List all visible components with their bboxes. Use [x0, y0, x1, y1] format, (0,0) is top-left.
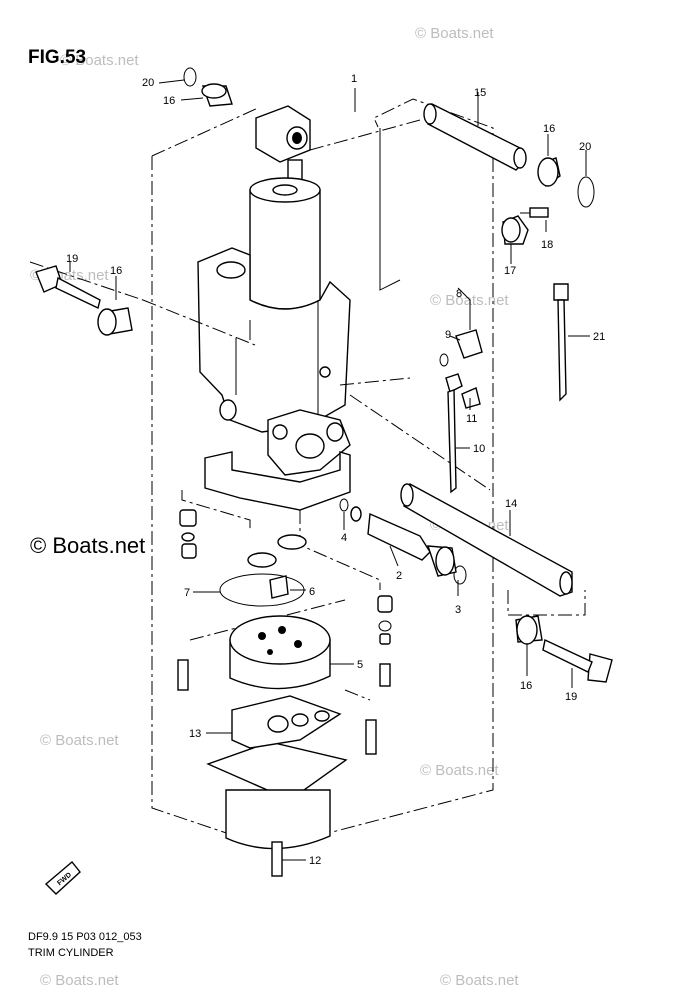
- callout-2: 2: [396, 570, 402, 582]
- part-8-9-10-11: [439, 329, 483, 494]
- callout-14: 14: [505, 498, 517, 510]
- callout-4: 4: [341, 532, 347, 544]
- cylinder-body: [197, 105, 351, 511]
- watermark-bottom-right: © Boats.net: [440, 972, 519, 988]
- watermark-low-left: © Boats.net: [40, 732, 119, 749]
- callout-19-bottom: 19: [565, 691, 577, 703]
- bolts-19: [35, 265, 613, 683]
- diagram-title: TRIM CYLINDER: [28, 947, 114, 959]
- bushings: [97, 83, 561, 645]
- callout-6: 6: [309, 586, 315, 598]
- callout-9: 9: [445, 329, 451, 341]
- part-2-valve: [339, 498, 457, 577]
- watermark-top-left: © Boats.net: [60, 52, 139, 69]
- pump-parts: [179, 509, 307, 607]
- callout-18: 18: [541, 239, 553, 251]
- part-13-reservoir: [206, 695, 377, 877]
- part-17-18: [501, 207, 549, 245]
- callout-16-top-left: 16: [163, 95, 175, 107]
- watermark-low-right: © Boats.net: [420, 762, 499, 779]
- callout-19-left: 19: [66, 253, 78, 265]
- snap-rings: [183, 67, 595, 585]
- part-5-pump-body: [177, 615, 331, 691]
- callout-10: 10: [473, 443, 485, 455]
- callout-17: 17: [504, 265, 516, 277]
- fwd-arrow: FWD: [44, 861, 81, 895]
- callout-13: 13: [189, 728, 201, 740]
- callout-leaders: [69, 79, 590, 861]
- watermark-bottom-left: © Boats.net: [40, 972, 119, 988]
- callout-11: 11: [466, 413, 477, 425]
- part-21-tie: [553, 283, 569, 402]
- callout-12: 12: [309, 855, 321, 867]
- callout-1: 1: [351, 73, 357, 85]
- callout-21: 21: [593, 331, 605, 343]
- small-parts-right: [377, 595, 393, 687]
- callout-15: 15: [474, 87, 486, 99]
- callout-20-top-left: 20: [142, 77, 154, 89]
- callout-3: 3: [455, 604, 461, 616]
- part-14-pin: [400, 482, 573, 597]
- figure-label: FIG.53: [28, 47, 86, 68]
- diagram-code: DF9.9 15 P03 012_053: [28, 931, 142, 943]
- watermark-top-right: © Boats.net: [415, 25, 494, 42]
- assembly-outline: [151, 88, 494, 849]
- callout-7: 7: [184, 587, 190, 599]
- callout-20-top-right: 20: [579, 141, 591, 153]
- callout-5: 5: [357, 659, 363, 671]
- callout-16-left: 16: [110, 265, 122, 277]
- callout-8: 8: [456, 288, 462, 300]
- callout-16-bottom: 16: [520, 680, 532, 692]
- callout-16-top-right: 16: [543, 123, 555, 135]
- copyright-mark: © Boats.net: [30, 533, 145, 558]
- part-15-pin: [423, 92, 527, 171]
- part-callouts: 1 2 3 4 5 6 7 8 9 10 11 12 13 14 15 16 1…: [66, 73, 605, 867]
